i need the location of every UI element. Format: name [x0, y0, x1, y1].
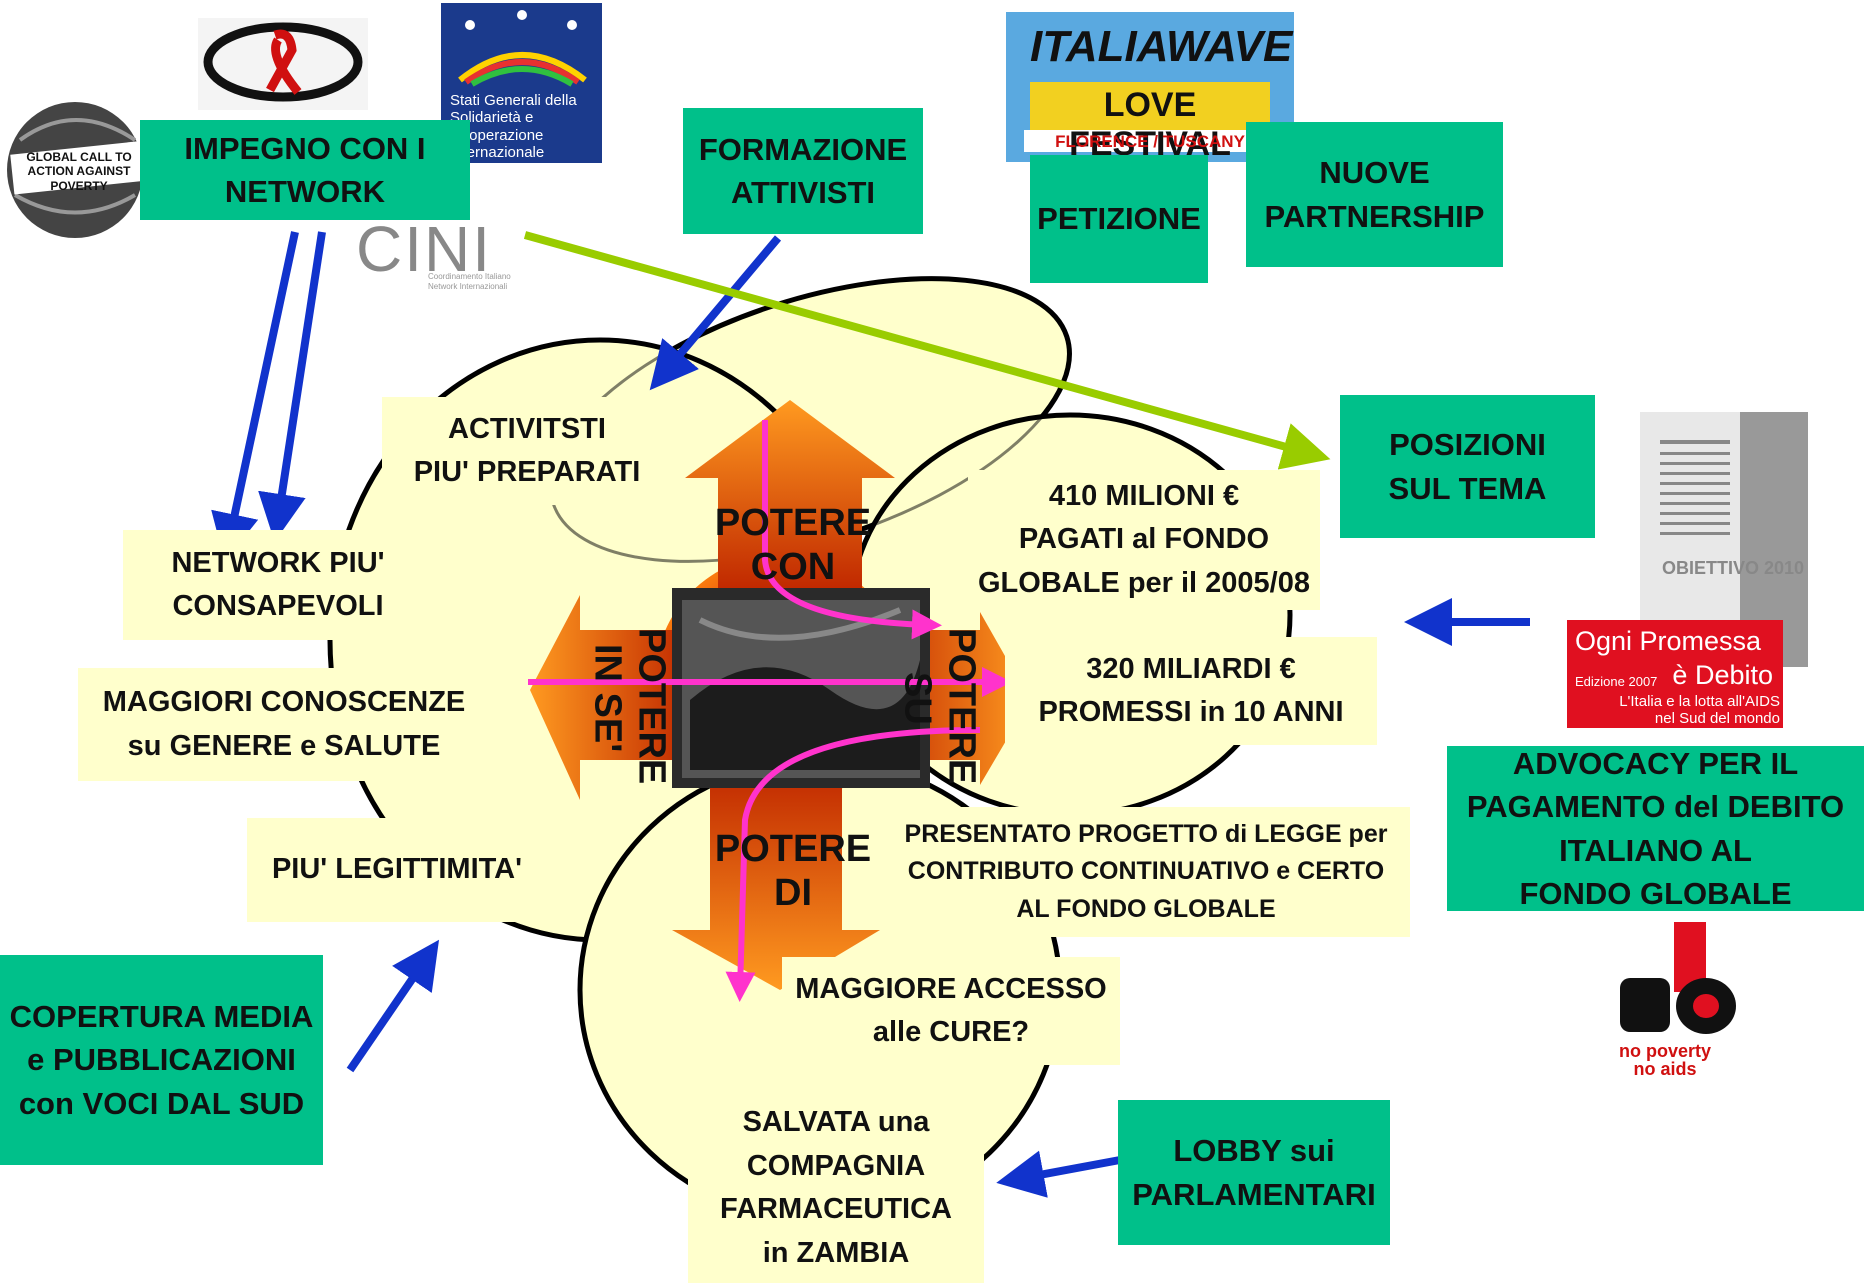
- italiawave-logo-text: ITALIAWAVE: [1030, 22, 1293, 71]
- maggiori-conoscenze-box: MAGGIORI CONOSCENZE su GENERE e SALUTE: [78, 668, 490, 781]
- posizioni-tema-box: POSIZIONI SUL TEMA: [1340, 395, 1595, 538]
- edizione-text: Edizione 2007: [1575, 674, 1658, 689]
- nuove-partnership-box: NUOVE PARTNERSHIP: [1246, 122, 1503, 267]
- obiettivo-logo-text: OBIETTIVO 2010: [1662, 558, 1805, 578]
- cini-logo-subtext: Coordinamento Italiano Network Internazi…: [428, 272, 511, 291]
- stati-generali-logo-text: Stati Generali della Solidarietà e Coope…: [450, 92, 577, 161]
- petizione-box: PETIZIONE: [1030, 155, 1208, 283]
- legittimita-box: PIU' LEGITTIMITA': [247, 818, 547, 922]
- milioni-pagati-box: 410 MILIONI € PAGATI al FONDO GLOBALE pe…: [968, 470, 1320, 610]
- blue-arrows: [211, 231, 1530, 1198]
- potere-in-se-label: POTERE IN SE': [586, 628, 673, 785]
- potere-con-label: POTERE CON: [714, 502, 872, 588]
- lime-arrow: [523, 231, 1331, 470]
- no-poverty-text: no poverty: [1618, 1041, 1711, 1061]
- ogni-promessa-logo: [1567, 620, 1783, 728]
- maggiore-accesso-box: MAGGIORE ACCESSO alle CURE?: [782, 957, 1120, 1065]
- e-debito-text: è Debito: [1672, 660, 1773, 690]
- copertura-media-box: COPERTURA MEDIA e PUBBLICAZIONI con VOCI…: [0, 955, 323, 1165]
- impegno-network-box: IMPEGNO CON I NETWORK: [140, 120, 470, 220]
- network-consapevoli-box: NETWORK PIU' CONSAPEVOLI: [123, 530, 433, 640]
- activisti-preparati-box: ACTIVITSTI PIU' PREPARATI: [382, 397, 672, 505]
- global-call-logo-text: GLOBAL CALL TO ACTION AGAINST POVERTY: [26, 150, 132, 193]
- ogni-promessa-text: Ogni Promessa: [1575, 626, 1762, 656]
- salvata-compagnia-box: SALVATA una COMPAGNIA FARMACEUTICA in ZA…: [688, 1093, 984, 1283]
- magenta-arrows: [528, 420, 1012, 1002]
- florence-tuscany-text: FLORENCE / TUSCANY: [1055, 132, 1245, 151]
- aids-ribbon-logo: [198, 18, 368, 110]
- lotta-aids-text: L'Italia e la lotta all'AIDS nel Sud del…: [1619, 693, 1780, 727]
- progetto-legge-box: PRESENTATO PROGETTO di LEGGE per CONTRIB…: [882, 807, 1410, 937]
- love-festival-text: LOVE FESTIVAL: [1069, 86, 1231, 163]
- power-cross: [530, 400, 1030, 990]
- global-call-logo: [7, 102, 144, 238]
- no-poverty-logo: [1620, 922, 1736, 1034]
- cini-logo-text: CINI: [356, 213, 492, 285]
- potere-su-label: POTERE SU: [896, 628, 983, 785]
- potere-di-label: POTERE DI: [714, 828, 872, 914]
- formazione-attivisti-box: FORMAZIONE ATTIVISTI: [683, 108, 923, 234]
- advocacy-box: ADVOCACY PER IL PAGAMENTO del DEBITO ITA…: [1447, 746, 1864, 911]
- lobby-parlamentari-box: LOBBY sui PARLAMENTARI: [1118, 1100, 1390, 1245]
- miliardi-promessi-box: 320 MILIARDI € PROMESSI in 10 ANNI: [1005, 637, 1377, 745]
- no-aids-text: no aids: [1633, 1059, 1697, 1079]
